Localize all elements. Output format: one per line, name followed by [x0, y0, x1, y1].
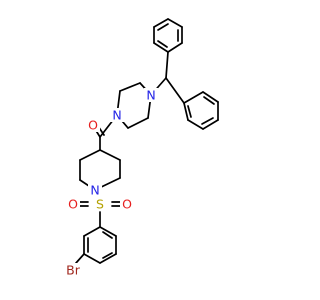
atom-label-background	[144, 88, 158, 102]
molecule-canvas: N N O N S O O	[62, 18, 219, 278]
atom-label-background	[93, 197, 107, 211]
bond	[83, 226, 101, 237]
bond-double-inner	[102, 231, 113, 239]
bond	[165, 51, 169, 79]
atom-label-background	[86, 118, 100, 132]
bond	[99, 253, 117, 264]
atom-label-n-piperidine: N	[90, 183, 99, 198]
bond-double-inner	[102, 252, 113, 259]
bond	[79, 149, 101, 161]
bond	[99, 149, 121, 161]
bond	[127, 117, 149, 129]
atom-label-o-sulfonyl-right: O	[122, 197, 132, 212]
bond	[83, 253, 101, 264]
atom-oxygen-carbonyl: O	[86, 118, 100, 133]
bond-double-inner	[157, 40, 168, 48]
atom-label-background	[88, 183, 102, 197]
bond	[165, 77, 185, 104]
bond	[202, 91, 219, 103]
bond-double-inner	[157, 23, 169, 31]
atom-oxygen-sulfonyl-right: O	[120, 197, 134, 212]
bond	[183, 102, 189, 121]
molecule-structure: N N O N S O O	[62, 18, 219, 278]
bond	[183, 91, 204, 104]
bond-double-inner	[201, 117, 214, 125]
bond	[153, 18, 169, 28]
bond-double-inner	[203, 96, 215, 105]
bond	[202, 119, 219, 130]
bond	[99, 226, 117, 237]
bond	[167, 18, 183, 28]
bond	[187, 119, 204, 130]
atom-label-background	[62, 263, 84, 277]
atom-oxygen-sulfonyl-left: O	[66, 197, 80, 212]
bond	[119, 82, 141, 92]
bond	[153, 42, 169, 53]
atom-nitrogen-piperidine: N	[88, 183, 102, 198]
atom-layer: N N O N S O O	[62, 88, 158, 278]
atom-sulfur: S	[93, 197, 107, 212]
atom-label-n-top: N	[146, 88, 155, 103]
atom-label-o-carbonyl: O	[88, 118, 98, 133]
atom-label-background	[110, 108, 124, 122]
bond	[167, 42, 183, 53]
bond-layer	[75, 18, 219, 264]
atom-label-background	[66, 197, 80, 211]
atom-label-n-bottom: N	[112, 108, 121, 123]
bond	[75, 253, 85, 264]
atom-label-br: Br	[66, 263, 81, 278]
atom-label-s: S	[96, 197, 104, 212]
atom-bromine: Br	[62, 263, 84, 278]
atom-label-o-sulfonyl-left: O	[68, 197, 78, 212]
atom-label-background	[120, 197, 134, 211]
atom-nitrogen-piperazine-bottom: N	[110, 108, 124, 123]
atom-nitrogen-piperazine-top: N	[144, 88, 158, 103]
bond-double-inner	[187, 105, 192, 118]
